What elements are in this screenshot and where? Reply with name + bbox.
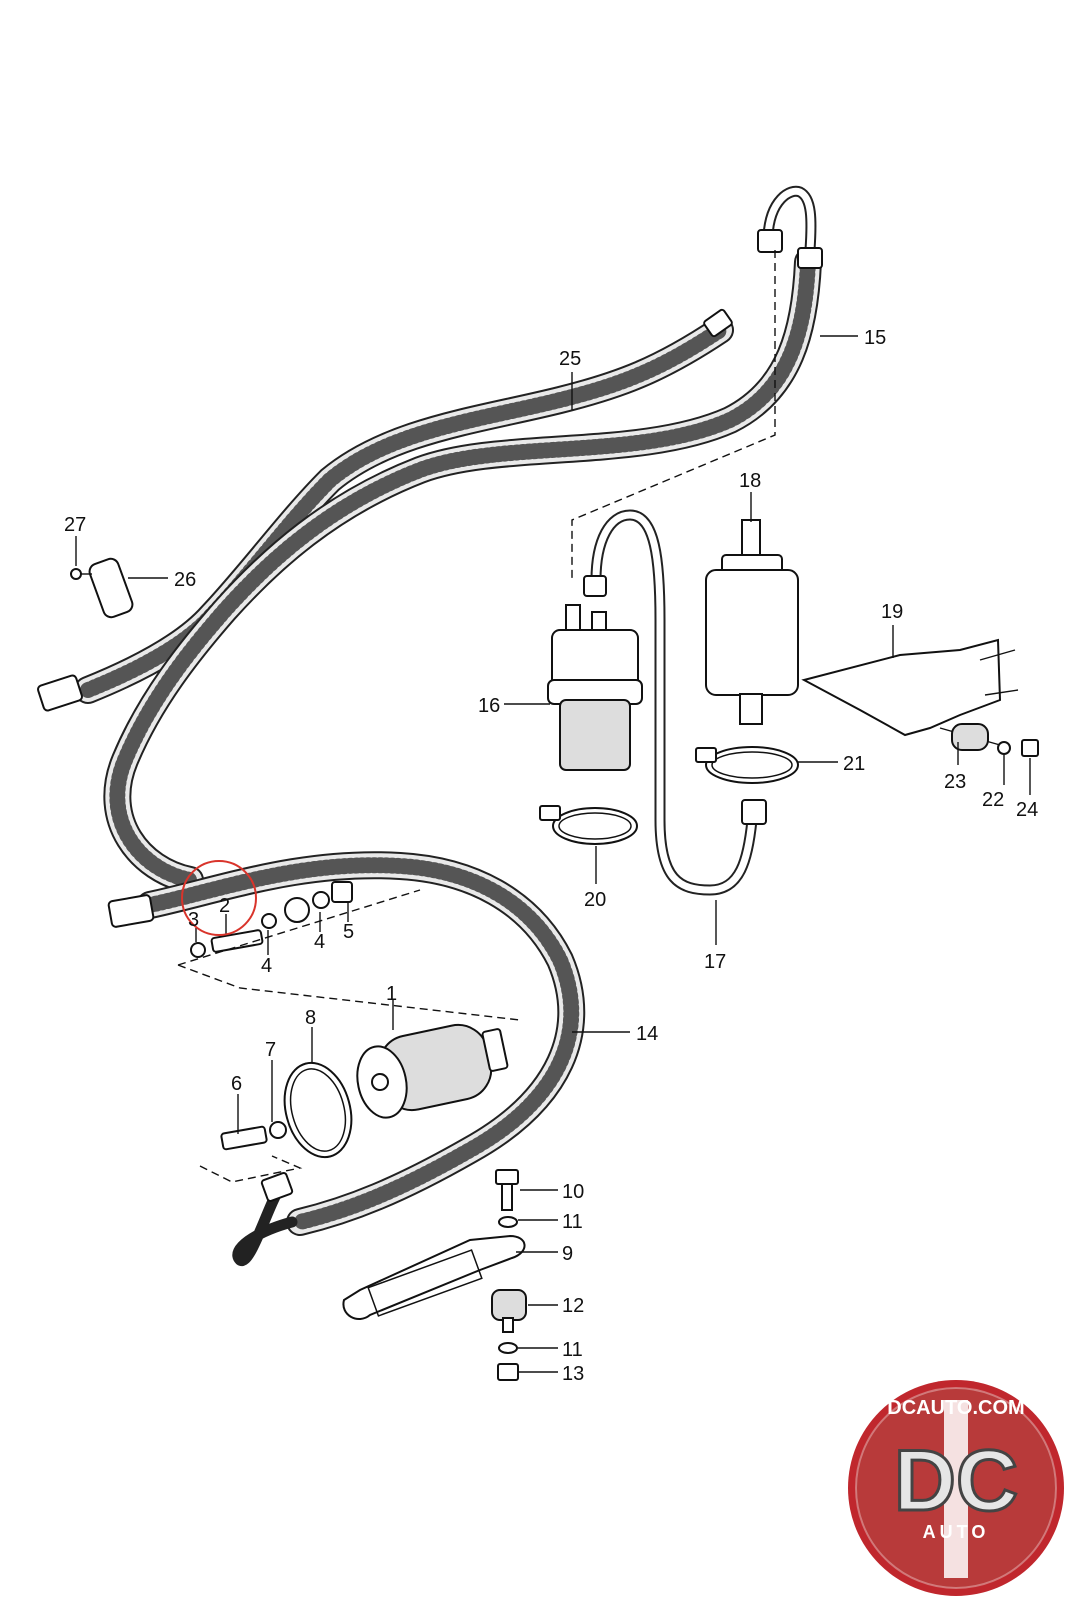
callout-13: 13 — [562, 1363, 584, 1385]
callout-6: 6 — [231, 1073, 242, 1095]
callout-23: 23 — [944, 771, 966, 793]
callout-15: 15 — [864, 327, 886, 349]
hose-clip-26 — [70, 557, 134, 619]
logo-sub-text: AUTO — [923, 1522, 990, 1542]
callout-1: 1 — [386, 983, 397, 1005]
hose-14 — [107, 851, 586, 1266]
callout-11b: 11 — [562, 1339, 583, 1361]
assembly-dashed-lines — [177, 250, 776, 1183]
callout-4a: 4 — [261, 955, 272, 977]
callout-3: 3 — [188, 909, 199, 931]
callout-5: 5 — [343, 921, 354, 943]
accumulator-16 — [547, 604, 643, 771]
pump-bracket-9 — [342, 1234, 526, 1320]
fuel-pump-1 — [356, 1023, 509, 1119]
fittings-2-7 — [190, 881, 353, 1151]
leader-lines — [75, 335, 1031, 1373]
callout-14: 14 — [636, 1023, 658, 1045]
callout-10: 10 — [562, 1181, 584, 1203]
logo-main-text: DC — [894, 1433, 1018, 1529]
callout-11a: 11 — [562, 1211, 583, 1233]
callout-8: 8 — [305, 1007, 316, 1029]
bracket-19 — [801, 638, 1019, 746]
logo-top-text: DCAUTO.COM — [887, 1397, 1024, 1419]
hardware-10-13 — [491, 1169, 527, 1381]
callout-22: 22 — [982, 789, 1004, 811]
clamp-8 — [283, 1061, 353, 1159]
clamp-20 — [539, 805, 638, 845]
callout-26: 26 — [174, 569, 196, 591]
callout-7: 7 — [265, 1039, 276, 1061]
callout-12: 12 — [562, 1295, 584, 1317]
callout-27: 27 — [64, 514, 86, 536]
pipe-17 — [583, 509, 767, 896]
clamp-21 — [695, 746, 799, 784]
dcauto-logo: DCAUTO.COM DC AUTO — [848, 1380, 1064, 1596]
callout-16: 16 — [478, 695, 500, 717]
callout-18: 18 — [739, 470, 761, 492]
mount-hardware-22-24 — [951, 723, 1039, 757]
callout-19: 19 — [881, 601, 903, 623]
highlight-circle — [181, 860, 257, 936]
callout-9: 9 — [562, 1243, 573, 1265]
fuel-filter-18 — [705, 519, 799, 725]
callout-4b: 4 — [314, 931, 325, 953]
callout-21: 21 — [843, 753, 865, 775]
callout-24: 24 — [1016, 799, 1038, 821]
callout-20: 20 — [584, 889, 606, 911]
callout-25: 25 — [559, 348, 581, 370]
hose-15 — [103, 185, 823, 894]
callout-17: 17 — [704, 951, 726, 973]
callout-labels: 1 2 3 4 4 5 6 7 8 9 10 11 11 12 13 14 15… — [64, 327, 1038, 1385]
callout-2: 2 — [219, 895, 230, 917]
